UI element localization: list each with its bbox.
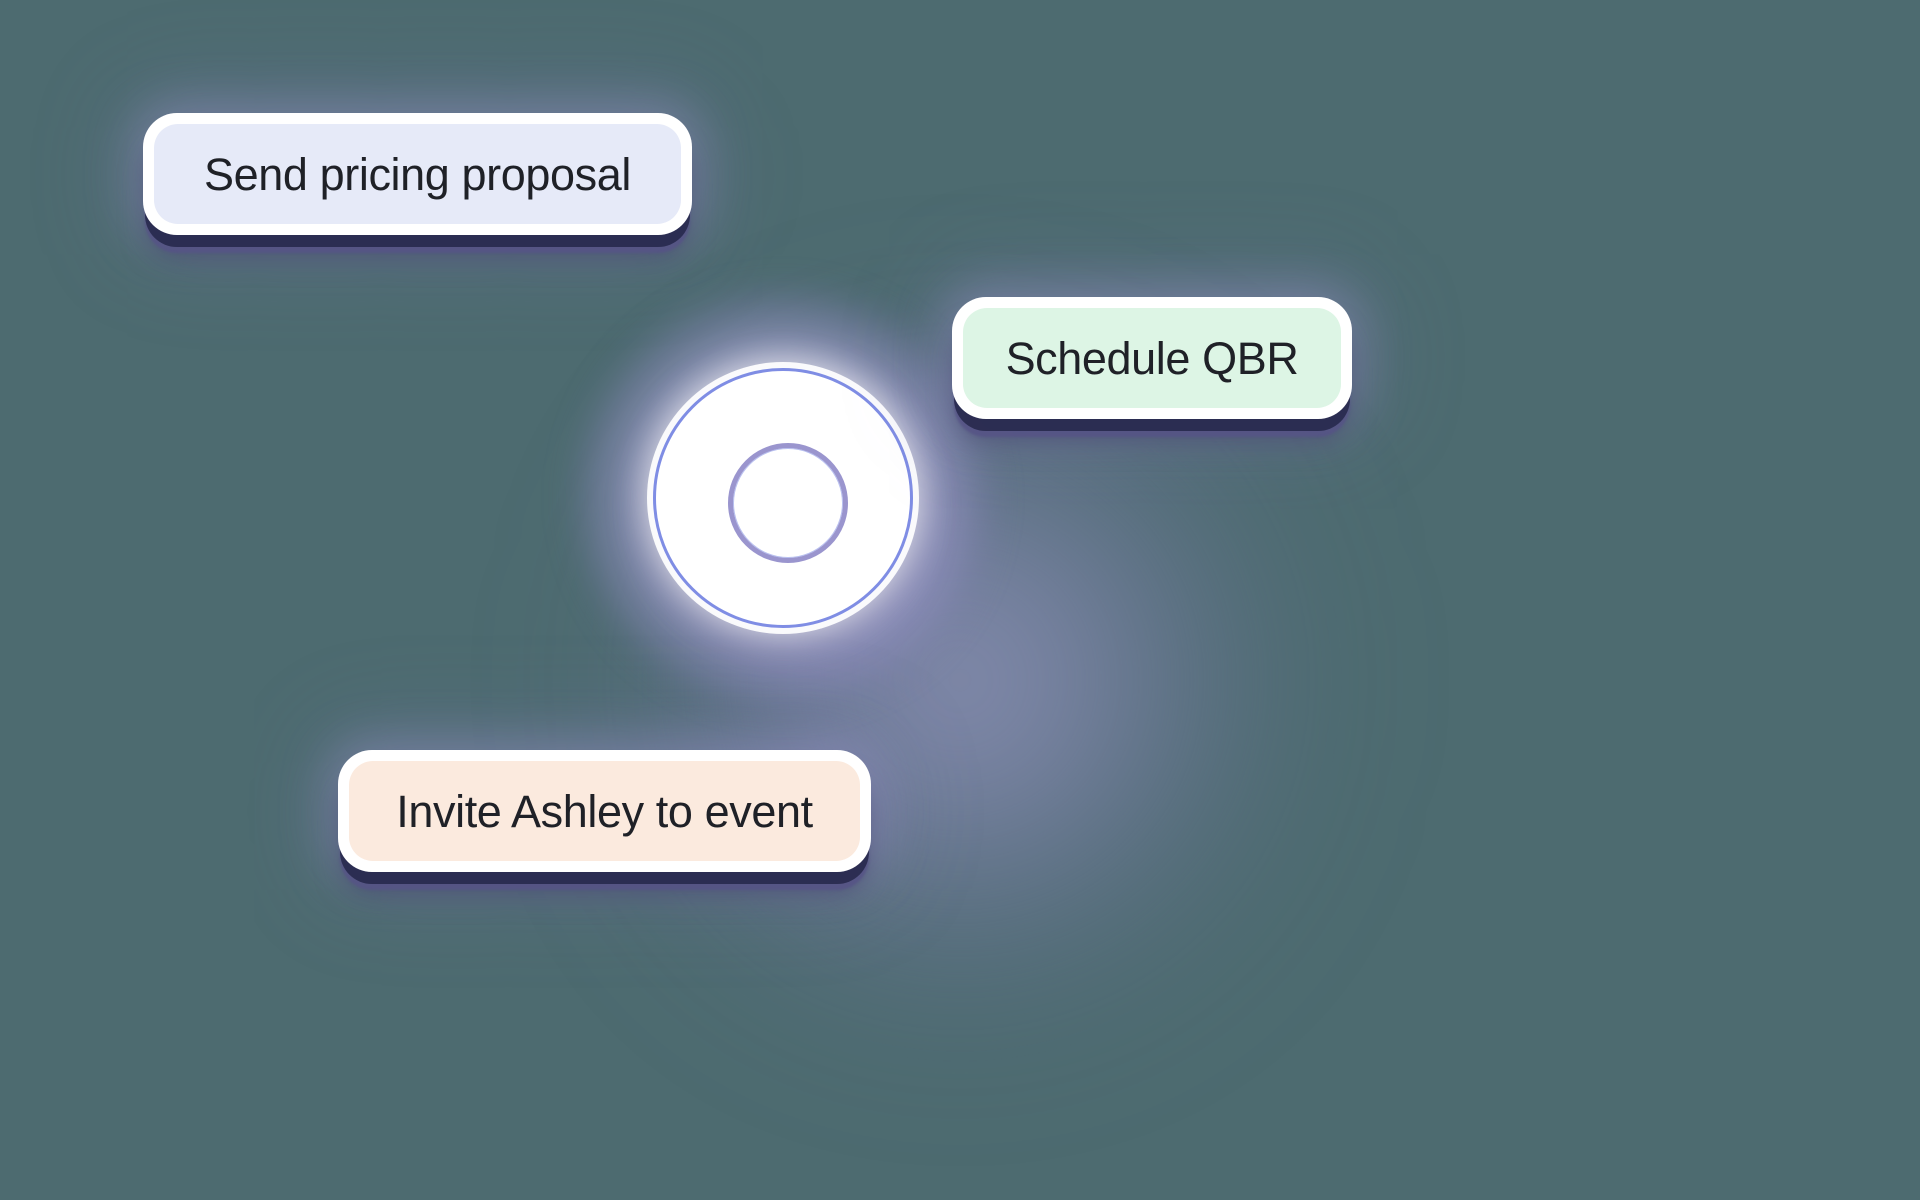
action-card-inner-send-pricing-proposal: Send pricing proposal xyxy=(154,124,681,224)
selection-orb[interactable] xyxy=(575,290,991,706)
action-card-label-send-pricing-proposal: Send pricing proposal xyxy=(204,148,631,200)
action-card-inner-invite-ashley: Invite Ashley to event xyxy=(349,761,860,861)
action-card-schedule-qbr[interactable]: Schedule QBR xyxy=(952,297,1352,419)
orb-inner-ring-icon xyxy=(728,443,848,563)
action-card-inner-schedule-qbr: Schedule QBR xyxy=(963,308,1341,408)
orb-outer-ring xyxy=(653,368,913,628)
action-card-invite-ashley[interactable]: Invite Ashley to event xyxy=(338,750,871,872)
action-card-label-schedule-qbr: Schedule QBR xyxy=(1005,332,1299,384)
action-card-label-invite-ashley: Invite Ashley to event xyxy=(396,785,813,837)
action-card-send-pricing-proposal[interactable]: Send pricing proposal xyxy=(143,113,692,235)
